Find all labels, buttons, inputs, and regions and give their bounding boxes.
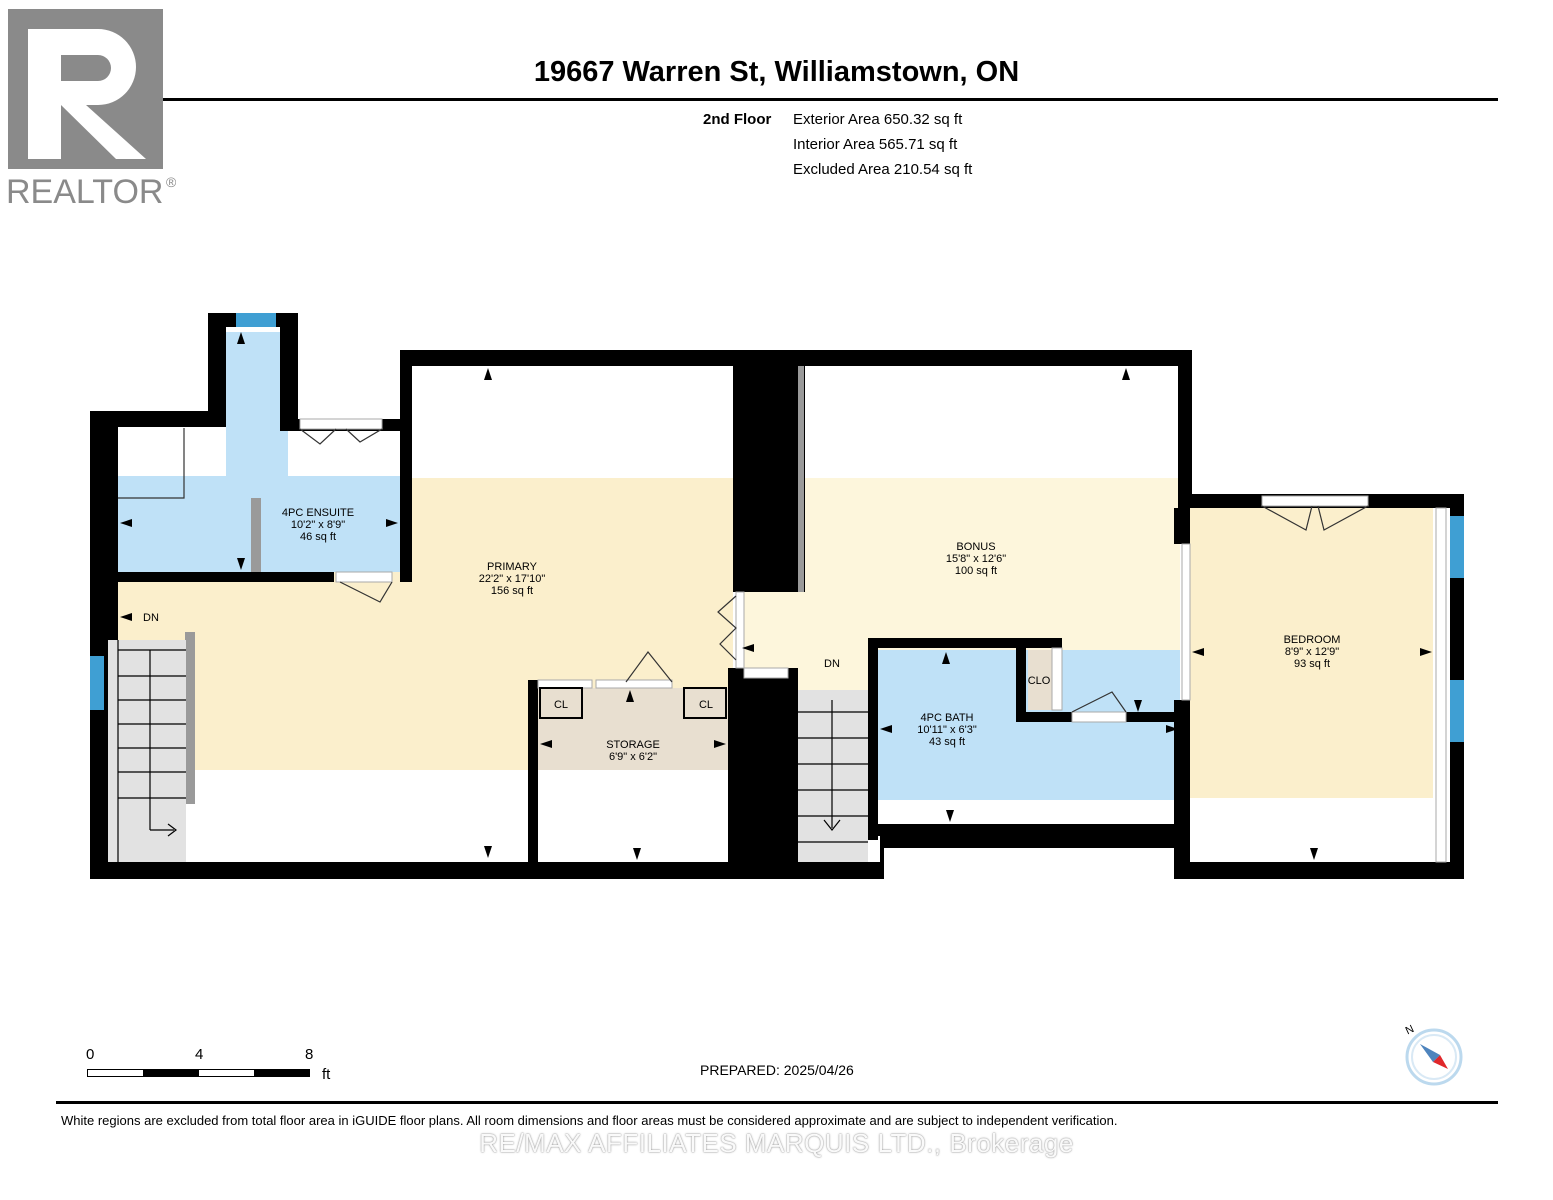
room-primary-name: PRIMARY bbox=[487, 561, 537, 573]
door-swings bbox=[299, 428, 1369, 713]
disclaimer-text: White regions are excluded from total fl… bbox=[61, 1113, 1118, 1128]
stairs-down-label-center: DN bbox=[824, 658, 840, 670]
interior-area: Interior Area 565.71 sq ft bbox=[793, 136, 958, 153]
stairs-center bbox=[798, 690, 868, 862]
stairs-left bbox=[108, 640, 186, 862]
room-storage-name: STORAGE bbox=[606, 739, 660, 751]
scale-label-8: 8 bbox=[305, 1046, 314, 1063]
room-bath-dims: 10'11" x 6'3" bbox=[917, 724, 977, 736]
closet-label-left: CL bbox=[553, 699, 569, 711]
partitions bbox=[185, 366, 804, 804]
realtor-logo: REALTOR ® bbox=[6, 7, 177, 211]
registered-mark: ® bbox=[166, 174, 176, 190]
prepared-date: PREPARED: 2025/04/26 bbox=[700, 1062, 854, 1078]
closet-right bbox=[683, 687, 727, 719]
exterior-area: Exterior Area 650.32 sq ft bbox=[793, 111, 963, 128]
room-bedroom-dims: 8'9" x 12'9" bbox=[1284, 646, 1340, 658]
scale-graphic bbox=[87, 1069, 310, 1077]
closet-left bbox=[539, 687, 583, 719]
room-primary: PRIMARY 22'2" x 17'10" 156 sq ft bbox=[479, 561, 545, 597]
footer-rule bbox=[56, 1101, 1498, 1104]
room-bath: 4PC BATH 10'11" x 6'3" 43 sq ft bbox=[917, 712, 977, 748]
room-ensuite-dims: 10'2" x 8'9" bbox=[290, 519, 346, 531]
doors bbox=[299, 418, 1447, 863]
closet-label-clo: CLO bbox=[1027, 675, 1051, 687]
room-bonus-name: BONUS bbox=[956, 541, 996, 553]
scale-unit: ft bbox=[322, 1066, 331, 1083]
room-bedroom-area: 93 sq ft bbox=[1293, 658, 1331, 670]
room-ensuite-name: 4PC ENSUITE bbox=[281, 507, 355, 519]
compass-north-label: N bbox=[1404, 1023, 1416, 1037]
page-title: 19667 Warren St, Williamstown, ON bbox=[533, 56, 1020, 88]
realtor-logo-text: REALTOR bbox=[6, 173, 163, 207]
room-bonus-dims: 15'8" x 12'6" bbox=[945, 553, 1007, 565]
windows bbox=[90, 313, 1464, 742]
clo-fill bbox=[1028, 650, 1052, 710]
room-storage-dims: 6'9" x 6'2" bbox=[608, 751, 658, 763]
room-ensuite: 4PC ENSUITE 10'2" x 8'9" 46 sq ft bbox=[282, 507, 354, 543]
scale-label-4: 4 bbox=[195, 1046, 204, 1063]
floor-label: 2nd Floor bbox=[703, 111, 772, 128]
room-bedroom: BEDROOM 8'9" x 12'9" 93 sq ft bbox=[1284, 634, 1341, 670]
scale-label-0: 0 bbox=[86, 1046, 95, 1063]
bedroom-fill bbox=[1190, 508, 1433, 798]
dimension-arrows bbox=[120, 332, 1432, 860]
room-primary-dims: 22'2" x 17'10" bbox=[478, 573, 546, 585]
brokerage-watermark: RE/MAX AFFILIATES MARQUIS LTD., Brokerag… bbox=[479, 1128, 1074, 1158]
room-storage: STORAGE 6'9" x 6'2" bbox=[606, 739, 660, 763]
compass-icon: N bbox=[1400, 1022, 1466, 1088]
room-bath-area: 43 sq ft bbox=[928, 736, 966, 748]
header-rule bbox=[56, 98, 1498, 101]
closet-label-right: CL bbox=[698, 699, 714, 711]
stairs-down-label-left: DN bbox=[143, 612, 159, 624]
scale-bar: 0 4 8 ft bbox=[80, 1046, 350, 1086]
room-bath-name: 4PC BATH bbox=[920, 712, 974, 724]
room-bonus: BONUS 15'8" x 12'6" 100 sq ft bbox=[946, 541, 1006, 577]
room-primary-area: 156 sq ft bbox=[490, 585, 534, 597]
ensuite-alcove-fill bbox=[226, 332, 288, 482]
room-ensuite-area: 46 sq ft bbox=[299, 531, 337, 543]
room-bonus-area: 100 sq ft bbox=[954, 565, 998, 577]
room-bedroom-name: BEDROOM bbox=[1283, 634, 1341, 646]
excluded-area: Excluded Area 210.54 sq ft bbox=[793, 161, 973, 178]
